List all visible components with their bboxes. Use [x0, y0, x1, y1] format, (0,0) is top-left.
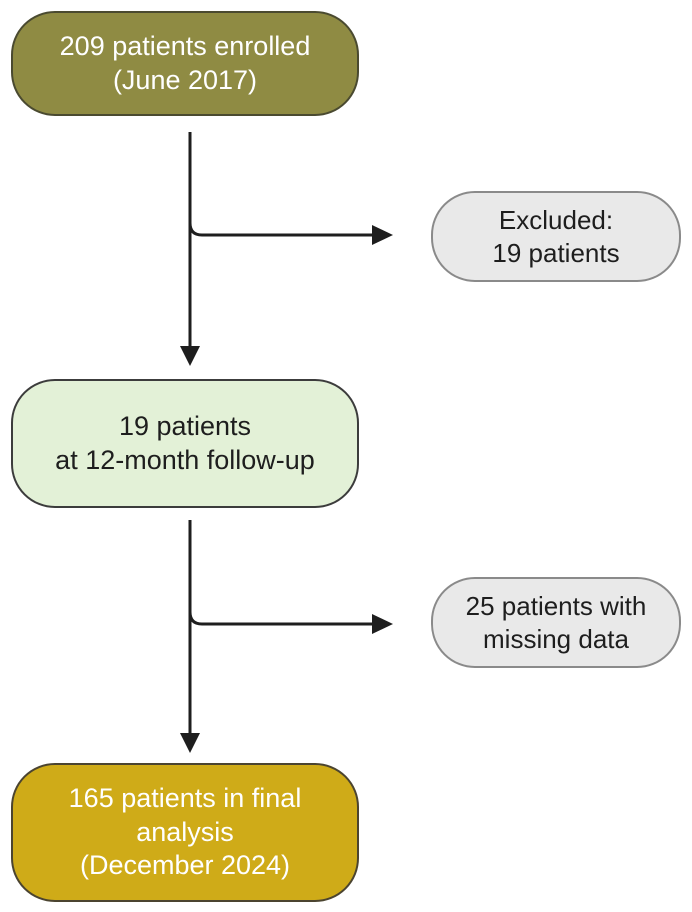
followup-node: 19 patients at 12-month follow-up	[11, 379, 359, 508]
arrow-to-excluded	[188, 222, 375, 237]
excluded-line-1: Excluded:	[498, 205, 614, 235]
arrow-right-icon	[372, 225, 393, 245]
missing-data-node: 25 patients with missing data	[431, 577, 681, 668]
followup-line-1: 19 patients	[118, 410, 252, 441]
final-line-1: 165 patients in final	[68, 782, 302, 813]
enrolled-line-1: 209 patients enrolled	[59, 30, 311, 61]
enrolled-node: 209 patients enrolled (June 2017)	[11, 11, 359, 116]
arrow-right-icon	[372, 614, 393, 634]
excluded-line-2: 19 patients	[492, 237, 620, 268]
enrolled-line-2: (June 2017)	[112, 64, 258, 95]
arrow-down-icon	[180, 733, 200, 753]
arrow-down-icon	[180, 346, 200, 366]
arrow-to-missing	[188, 611, 375, 626]
final-line-3: (December 2024)	[79, 850, 291, 881]
followup-line-2: at 12-month follow-up	[55, 444, 315, 475]
missing-line-1: 25 patients with	[465, 591, 647, 621]
missing-line-2: missing data	[483, 623, 629, 654]
excluded-node: Excluded: 19 patients	[431, 191, 681, 282]
final-line-2: analysis	[136, 816, 234, 847]
final-analysis-node: 165 patients in final analysis (December…	[11, 763, 359, 902]
